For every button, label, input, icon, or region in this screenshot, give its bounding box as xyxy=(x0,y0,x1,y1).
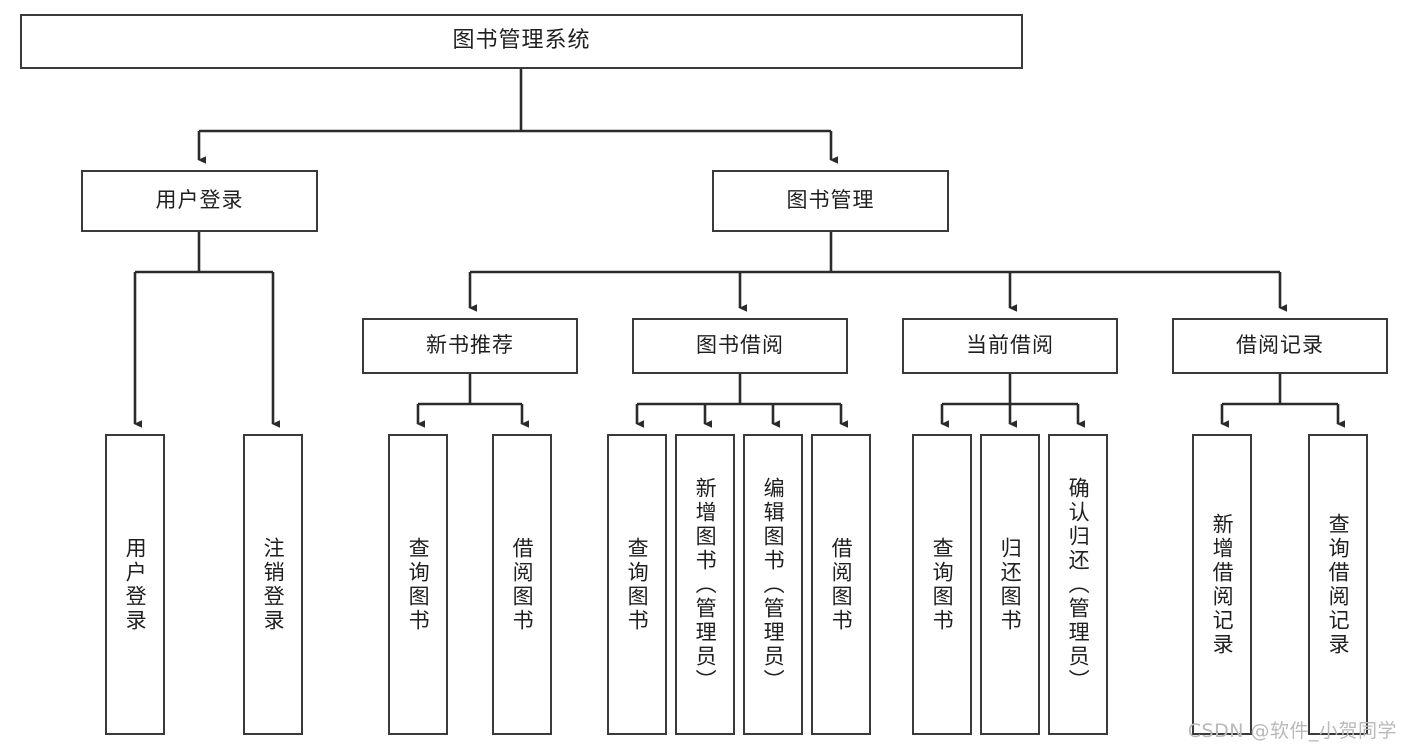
node-label: 图书借阅 xyxy=(696,333,784,358)
node-label: 注销登录 xyxy=(261,536,286,633)
leaf-borrow-book-new-recommend[interactable]: 借阅图书 xyxy=(492,434,552,735)
node-label: 新增借阅记录 xyxy=(1210,512,1235,657)
node-label: 编辑图书（管理员） xyxy=(761,476,786,693)
node-label: 查询图书 xyxy=(930,536,955,633)
node-label: 确认归还（管理员） xyxy=(1066,476,1091,693)
node-label: 查询借阅记录 xyxy=(1326,512,1351,657)
leaf-return-book[interactable]: 归还图书 xyxy=(980,434,1040,735)
leaf-query-book-current[interactable]: 查询图书 xyxy=(912,434,972,735)
leaf-confirm-return-admin[interactable]: 确认归还（管理员） xyxy=(1048,434,1108,735)
leaf-add-book-admin[interactable]: 新增图书（管理员） xyxy=(675,434,735,735)
node-label: 图书管理 xyxy=(786,188,875,213)
edges-root xyxy=(133,69,1346,428)
node-label: 用户登录 xyxy=(123,536,148,633)
node-label: 借阅图书 xyxy=(510,536,535,633)
node-label: 查询图书 xyxy=(406,536,431,633)
node-label: 借阅记录 xyxy=(1236,333,1324,358)
leaf-query-book-new-recommend[interactable]: 查询图书 xyxy=(388,434,448,735)
leaf-user-login[interactable]: 用户登录 xyxy=(105,434,165,735)
node-label: 新增图书（管理员） xyxy=(693,476,718,693)
leaf-edit-book-admin[interactable]: 编辑图书（管理员） xyxy=(743,434,803,735)
leaf-user-logout[interactable]: 注销登录 xyxy=(243,434,303,735)
node-label: 图书管理系统 xyxy=(452,28,591,54)
node-root-book-management-system[interactable]: 图书管理系统 xyxy=(20,14,1023,69)
node-new-book-recommend[interactable]: 新书推荐 xyxy=(362,318,578,374)
node-label: 新书推荐 xyxy=(426,333,514,358)
node-borrow-record[interactable]: 借阅记录 xyxy=(1172,318,1388,374)
node-label: 借阅图书 xyxy=(829,536,854,633)
node-label: 归还图书 xyxy=(998,536,1023,633)
node-user-login[interactable]: 用户登录 xyxy=(81,170,318,232)
leaf-query-borrow-record[interactable]: 查询借阅记录 xyxy=(1308,434,1368,735)
node-book-management[interactable]: 图书管理 xyxy=(712,170,949,232)
node-label: 查询图书 xyxy=(625,536,650,633)
node-label: 用户登录 xyxy=(155,188,244,213)
leaf-query-book-borrow[interactable]: 查询图书 xyxy=(607,434,667,735)
leaf-borrow-book[interactable]: 借阅图书 xyxy=(811,434,871,735)
leaf-add-borrow-record[interactable]: 新增借阅记录 xyxy=(1192,434,1252,735)
node-label: 当前借阅 xyxy=(966,333,1054,358)
node-current-borrow[interactable]: 当前借阅 xyxy=(902,318,1118,374)
node-book-borrow[interactable]: 图书借阅 xyxy=(632,318,848,374)
